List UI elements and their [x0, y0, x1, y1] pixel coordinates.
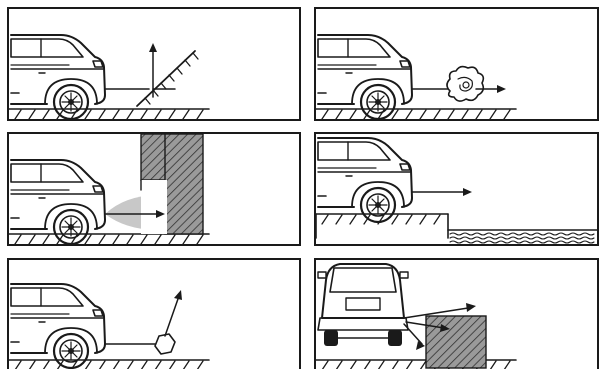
arrow-up-right-icon: [165, 290, 182, 336]
block-icon: [426, 316, 486, 368]
arrow-up-icon: [149, 43, 175, 97]
car-side-icon: [11, 160, 105, 244]
car-side-icon: [318, 35, 412, 119]
bush-icon: [447, 67, 483, 102]
car-side-icon: [11, 284, 105, 368]
car-side-icon: [318, 138, 412, 222]
panel-curb: [314, 132, 599, 246]
car-rear-icon: [318, 264, 408, 346]
panel-wall: [7, 132, 301, 246]
panel-ramp: [7, 7, 301, 121]
slope-icon: [137, 51, 198, 106]
panel-object: [314, 7, 599, 121]
arrow-right-icon: [476, 85, 506, 93]
arrow-down-icon: [404, 324, 425, 350]
ground-hatch: [316, 109, 516, 119]
panel-corner: [314, 258, 599, 369]
curb-ground: [316, 214, 448, 238]
arrow-right-icon: [412, 188, 472, 196]
post-icon: [155, 334, 175, 354]
wall-icon: [141, 134, 203, 234]
ground-hatch: [9, 234, 209, 244]
panel-post: [7, 258, 301, 369]
car-side-icon: [11, 35, 105, 119]
ground-hatch: [9, 360, 209, 369]
water-icon: [448, 230, 597, 243]
ground-hatch: [9, 109, 209, 119]
